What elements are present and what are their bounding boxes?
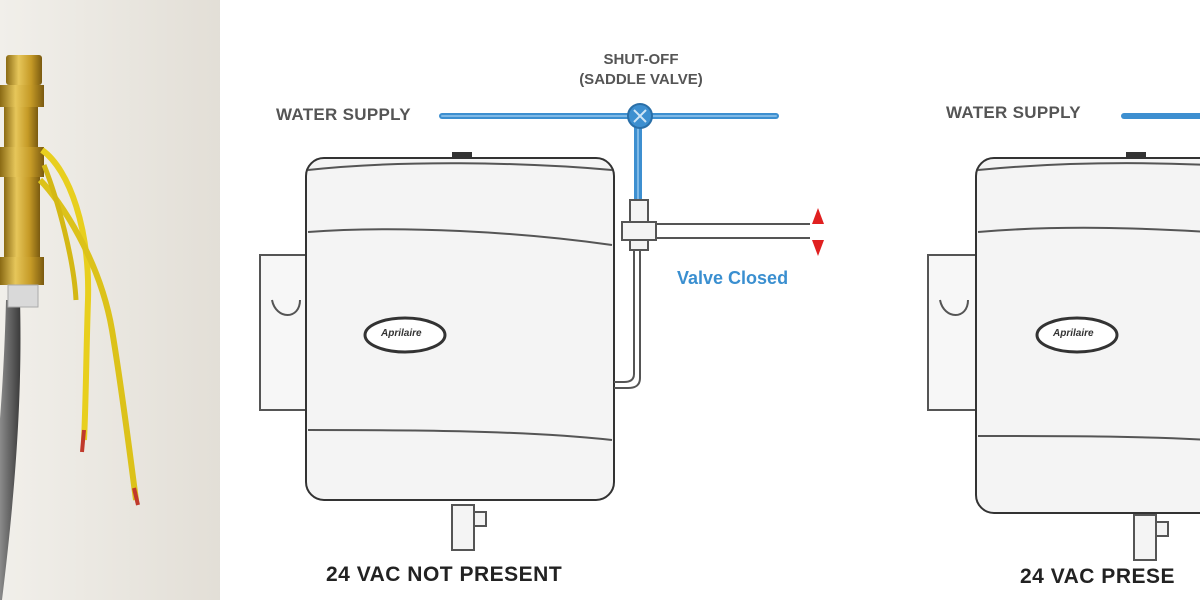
shutoff-label-line2: (SADDLE VALVE) — [579, 71, 703, 88]
humidifier-unit-left — [259, 152, 615, 551]
solenoid-valve-photo — [0, 0, 228, 600]
wire-down-arrow-icon — [812, 240, 824, 256]
power-status-label: 24 VAC NOT PRESENT — [326, 563, 563, 586]
wire-up-arrow-icon — [812, 208, 824, 224]
shutoff-label: SHUT-OFF (SADDLE VALVE) — [556, 50, 726, 90]
shutoff-label-line1: SHUT-OFF — [603, 51, 679, 68]
water-supply-label-right: WATER SUPPLY — [946, 103, 1081, 122]
brand-logo-right: Aprilaire — [1053, 328, 1094, 339]
humidifier-unit-right — [927, 152, 1200, 561]
power-status-label-right: 24 VAC PRESE — [1020, 565, 1175, 588]
water-supply-label: WATER SUPPLY — [276, 105, 411, 124]
valve-status-label: Valve Closed — [677, 268, 789, 288]
solenoid-valve-icon — [614, 199, 810, 389]
brand-logo-left: Aprilaire — [381, 328, 422, 339]
